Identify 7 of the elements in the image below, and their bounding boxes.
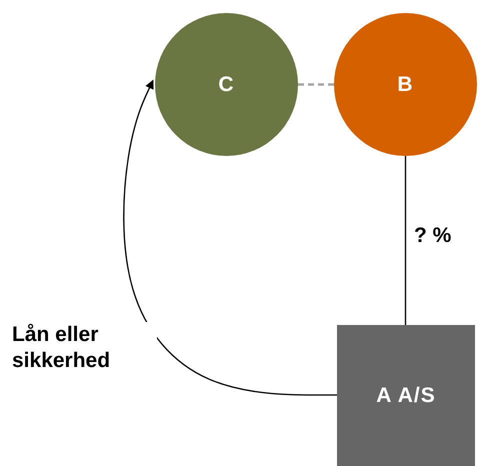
- connector-line: [298, 83, 334, 86]
- box-node: [337, 325, 475, 466]
- node-label: B: [397, 72, 414, 96]
- node-label: C: [218, 72, 235, 96]
- arrow: [123, 80, 337, 396]
- connector-line: [404, 156, 406, 325]
- node-label: A A/S: [376, 384, 436, 408]
